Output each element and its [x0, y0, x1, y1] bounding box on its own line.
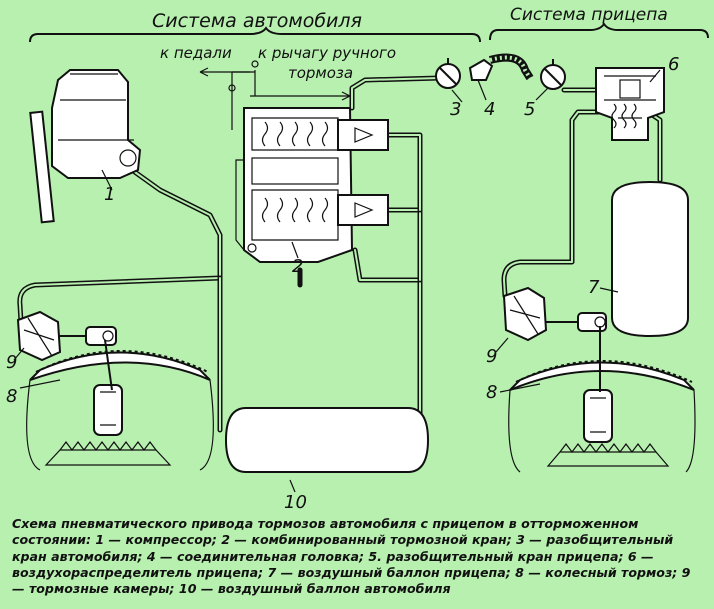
- coupling-head: [468, 58, 494, 81]
- vehicle-isolation-valve: [435, 58, 461, 89]
- brake-chamber-right: [502, 286, 607, 392]
- wheel-brake-right: [508, 360, 696, 473]
- leader-lines: [13, 69, 661, 493]
- vehicle-air-tank: [224, 407, 430, 473]
- pedal-pivot-icon: [228, 84, 236, 92]
- label-6: 6: [668, 54, 679, 75]
- trailer-system-brace: [489, 22, 709, 41]
- trailer-air-tank: [611, 180, 689, 338]
- diagram-caption: Схема пневматического привода тормозов а…: [12, 516, 691, 597]
- to-lever-label: к рычагу ручного: [258, 44, 396, 62]
- label-8-right: 8: [486, 382, 497, 403]
- lever-arrow: [250, 91, 351, 101]
- label-5: 5: [524, 99, 535, 120]
- brake-label: тормоза: [288, 64, 353, 82]
- brake-chamber-left: [16, 310, 117, 391]
- label-2: 2: [292, 256, 303, 277]
- vehicle-system-brace: [29, 26, 481, 43]
- label-8-left: 8: [6, 386, 17, 407]
- trailer-isolation-valve: [540, 59, 566, 90]
- trailer-system-header: Система прицепа: [510, 5, 668, 25]
- combined-brake-valve: [235, 107, 389, 263]
- trailer-air-distributor: [595, 67, 665, 141]
- lever-pivot-icon: [251, 60, 259, 68]
- to-pedal-label: к педали: [160, 44, 232, 62]
- label-9-right: 9: [486, 346, 497, 367]
- label-3: 3: [450, 99, 461, 120]
- label-4: 4: [484, 99, 495, 120]
- label-1: 1: [104, 184, 115, 205]
- wheel-brake-left: [26, 350, 214, 471]
- label-7: 7: [588, 277, 600, 298]
- label-10: 10: [284, 492, 307, 513]
- vehicle-system-header: Система автомобиля: [152, 10, 362, 32]
- label-9-left: 9: [6, 352, 17, 373]
- lever-link: [231, 70, 256, 130]
- compressor: [29, 69, 142, 224]
